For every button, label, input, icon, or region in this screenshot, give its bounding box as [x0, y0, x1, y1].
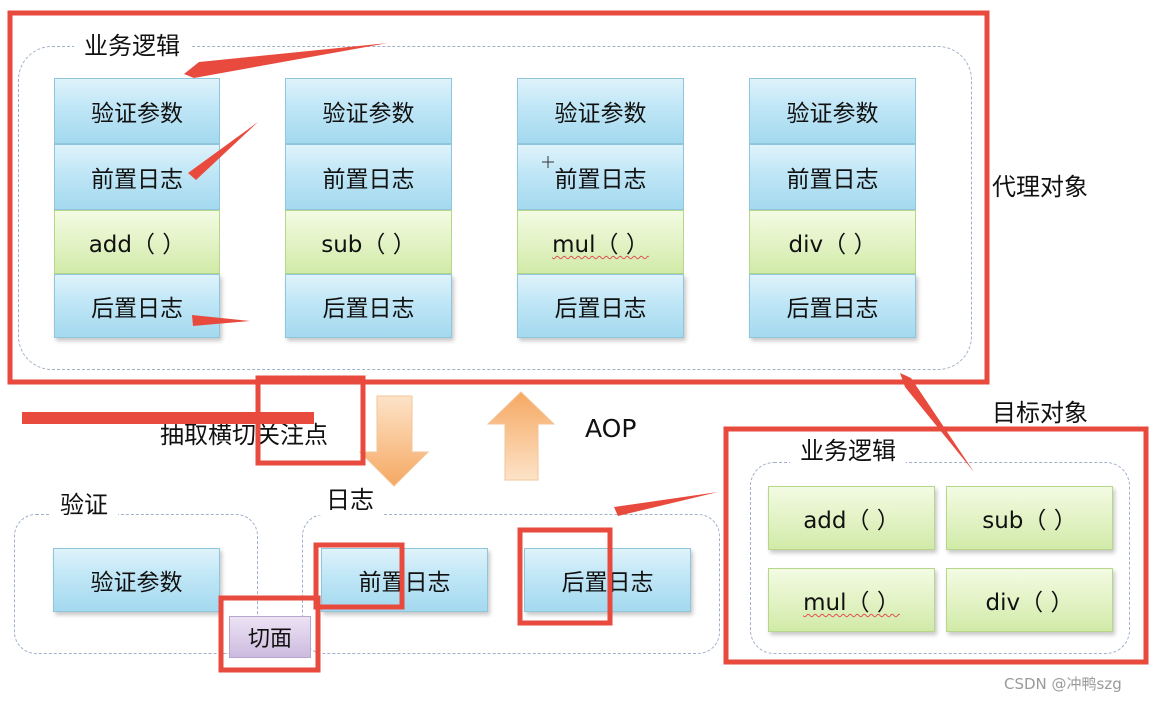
method-cell-add: add（ ）	[54, 210, 220, 274]
pointer-arrow-icon	[188, 122, 258, 180]
aspect-label: 切面	[229, 616, 311, 658]
validate-params-cell: 验证参数	[517, 78, 684, 144]
post-log-highlight-box	[517, 527, 613, 626]
target-method-div: div（ ）	[946, 568, 1113, 632]
target-method-mul: mul（ ）	[768, 568, 935, 632]
validate-params-cell: 验证参数	[285, 78, 452, 144]
pre-log-cell: 前置日志	[517, 144, 684, 210]
method-cell-sub: sub（ ）	[285, 210, 452, 274]
red-highlight-boxes	[7, 10, 1149, 673]
pre-log-cell: 前置日志	[54, 144, 220, 210]
cursor-icon	[542, 156, 554, 168]
post-log-cell: 后置日志	[285, 274, 452, 338]
extract-highlight-box	[255, 375, 366, 466]
pointer-arrow-icon	[184, 43, 388, 78]
post-log-cell: 后置日志	[517, 274, 684, 338]
aspect-highlight-box	[218, 595, 321, 673]
target-method-sub: sub（ ）	[946, 486, 1113, 550]
validate-params-cell: 验证参数	[54, 78, 220, 144]
target-object-label: 目标对象	[992, 399, 1088, 427]
method-label: mul（ ）	[552, 232, 649, 258]
log-group-label: 日志	[316, 485, 384, 515]
proxy-group-label: 业务逻辑	[74, 31, 190, 61]
validate-params-aspect-cell: 验证参数	[53, 548, 220, 612]
proxy-highlight-box	[7, 10, 990, 385]
pre-log-highlight-box	[313, 542, 405, 610]
method-cell-div: div（ ）	[749, 210, 916, 274]
watermark: CSDN @冲鸭szg	[1004, 675, 1122, 693]
method-label: mul（ ）	[803, 590, 900, 616]
red-strike-bar	[22, 412, 314, 424]
post-log-cell: 后置日志	[54, 274, 220, 338]
red-pointer-arrows	[184, 43, 974, 516]
pointer-arrow-icon	[900, 373, 974, 472]
log-aspect-group	[302, 514, 720, 654]
proxy-object-label: 代理对象	[992, 173, 1088, 201]
extract-crosscutting-label: 抽取横切关注点	[160, 421, 328, 449]
validate-params-cell: 验证参数	[749, 78, 916, 144]
down-arrow-icon	[358, 395, 430, 487]
up-arrow-icon	[486, 391, 556, 481]
aop-label: AOP	[585, 414, 637, 443]
pre-log-cell: 前置日志	[285, 144, 452, 210]
proxy-business-group	[18, 46, 972, 370]
target-method-add: add（ ）	[768, 486, 935, 550]
pointer-arrow-icon	[614, 492, 718, 516]
method-cell-mul: mul（ ）	[517, 210, 684, 274]
post-log-cell: 后置日志	[749, 274, 916, 338]
validate-group-label: 验证	[50, 490, 118, 520]
target-highlight-box	[723, 426, 1149, 665]
target-business-group	[750, 462, 1130, 654]
pre-log-cell: 前置日志	[749, 144, 916, 210]
target-group-label: 业务逻辑	[790, 436, 906, 466]
validate-aspect-group	[14, 514, 258, 654]
pointer-arrow-icon	[192, 315, 250, 326]
